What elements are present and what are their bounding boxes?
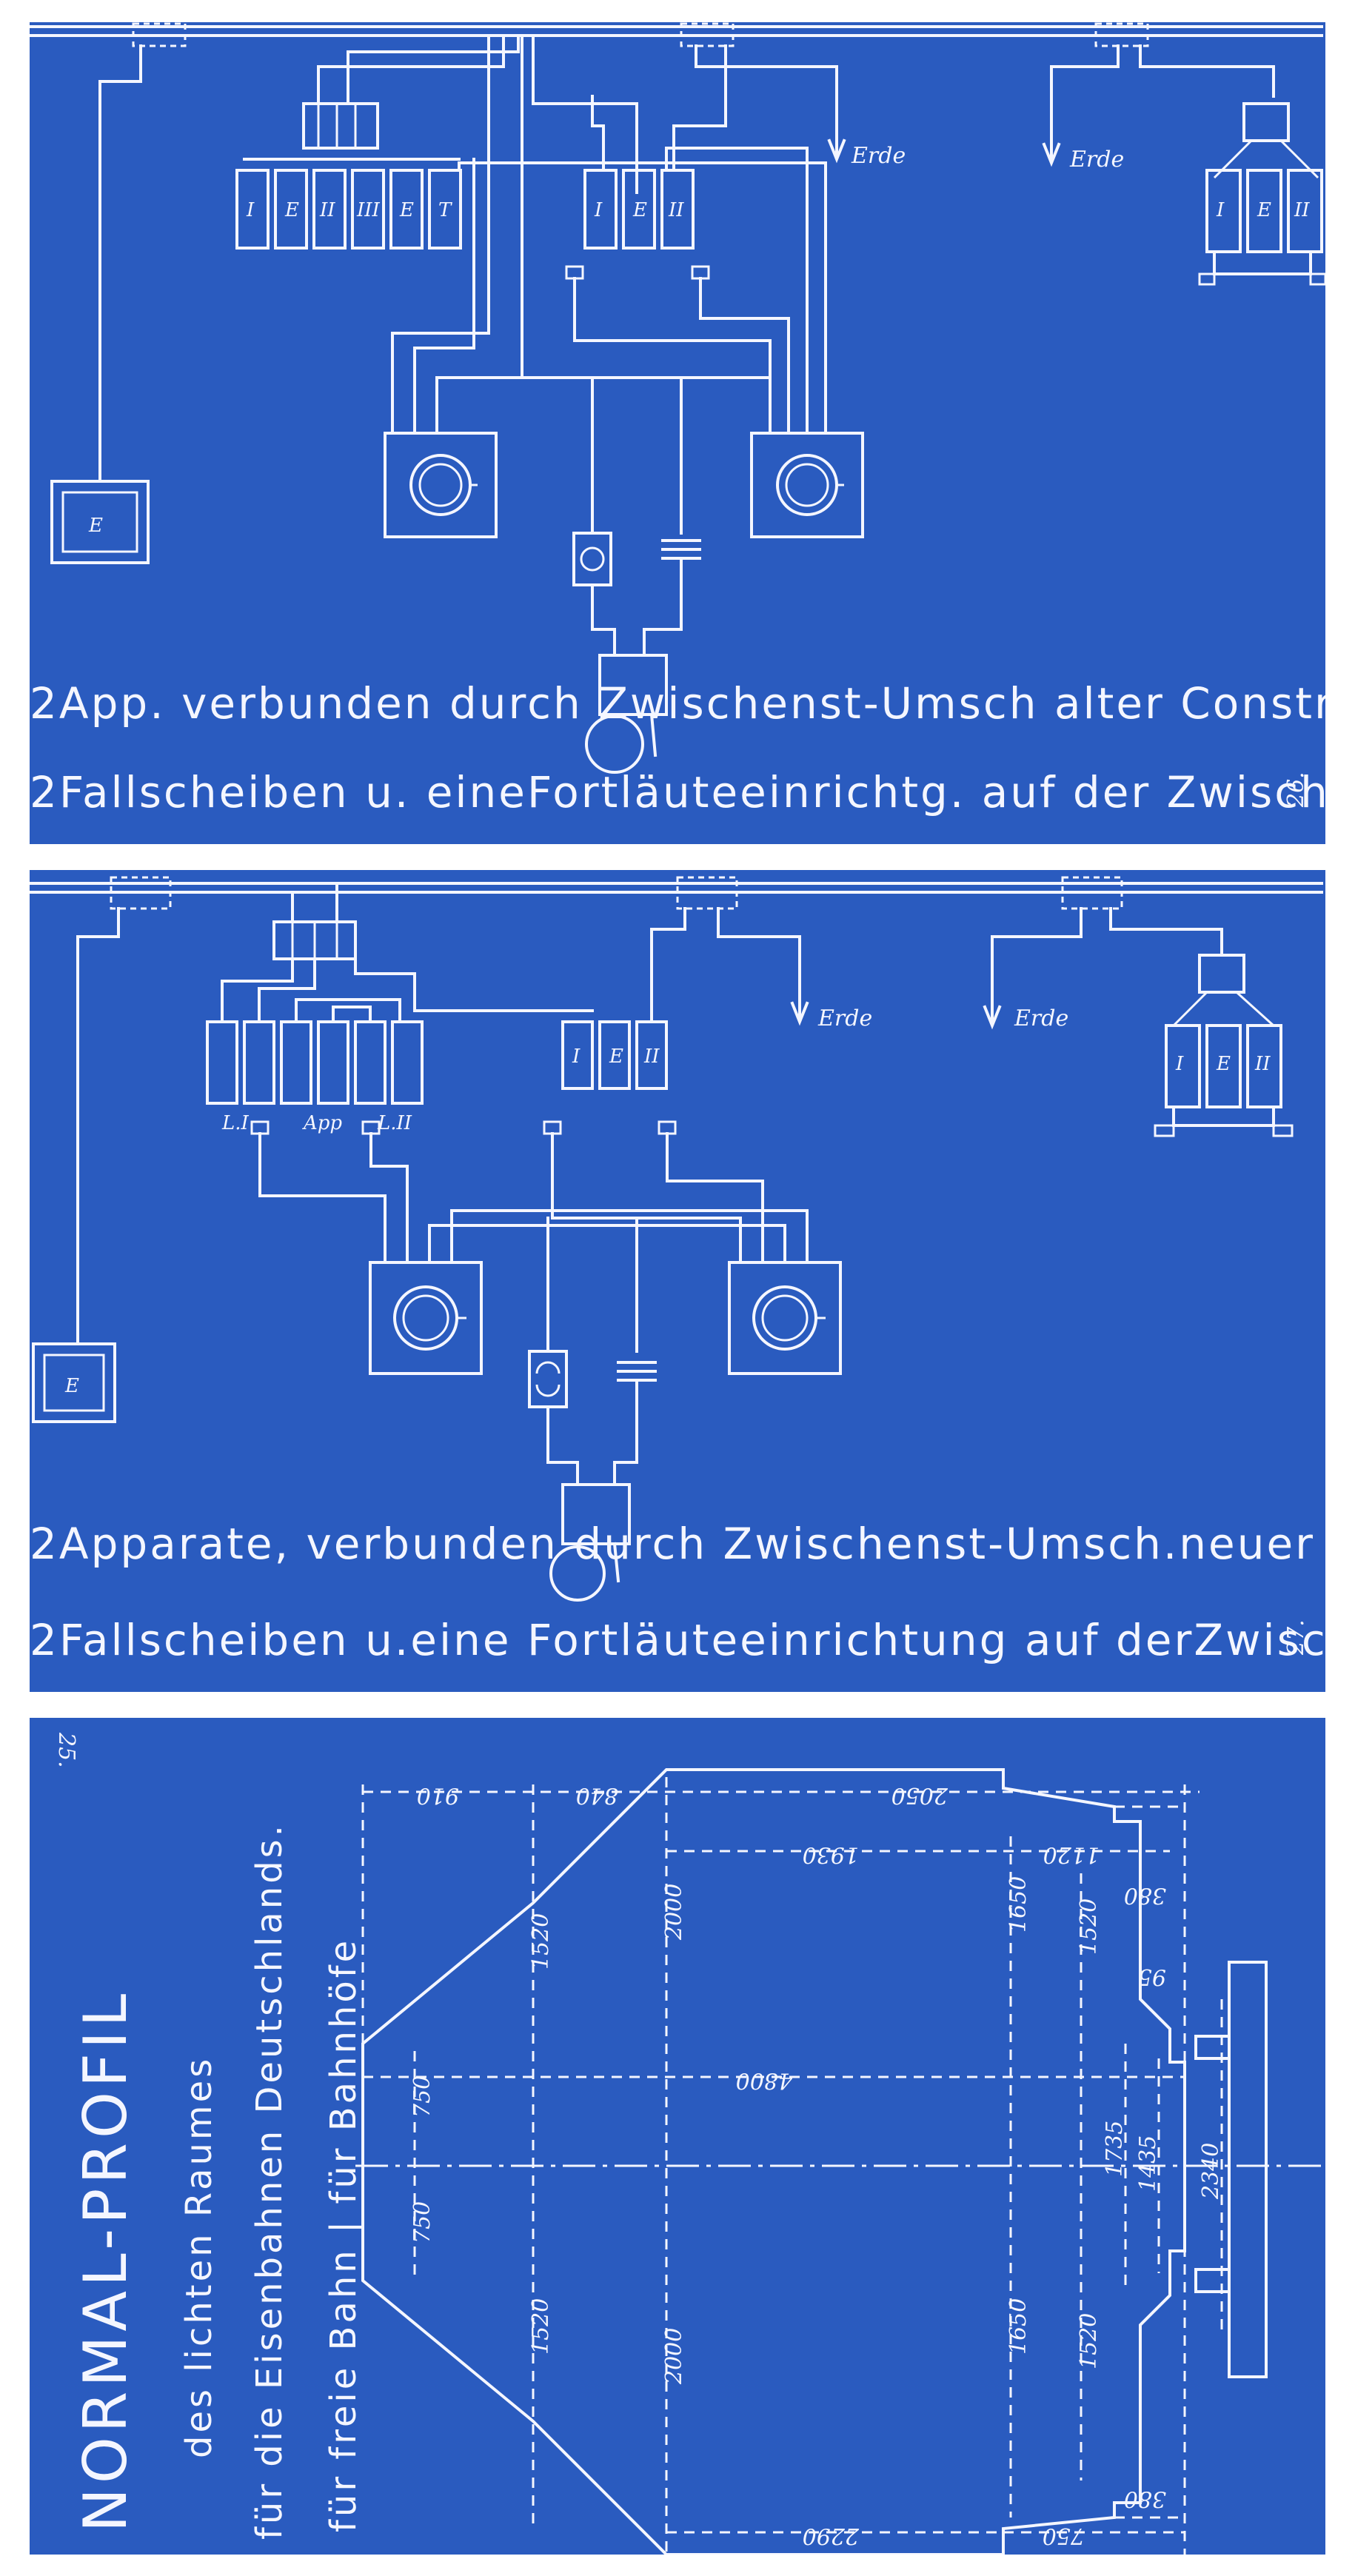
dimension-label: 380 [1124, 1882, 1166, 1908]
rail-lower [1194, 2268, 1231, 2293]
terminal-label: II [1294, 199, 1310, 221]
terminal-strip-left [206, 1020, 424, 1105]
dimension-label: 2050 [891, 1782, 949, 1808]
railway-sleeper [1228, 1961, 1268, 2378]
bus-lines [30, 882, 1323, 894]
terminal-strip-right [1205, 169, 1323, 253]
dimension-label: 750 [1043, 2523, 1085, 2549]
terminal-group-label: L.I [221, 1112, 250, 1134]
terminal-label: E [1216, 1053, 1231, 1075]
apparatus-right [728, 1261, 842, 1375]
caption-line-2: 2Fallscheiben u. eineFortläuteeinrichtg.… [30, 767, 1325, 817]
dimension-label: 1120 [1043, 1841, 1100, 1867]
dimension-label: 1520 [1076, 1898, 1102, 1955]
earth-box-1 [50, 480, 150, 564]
terminal-label: I [1175, 1053, 1184, 1075]
dimension-label: 2290 [803, 2523, 860, 2549]
dimension-label: 840 [576, 1782, 618, 1808]
schematic-drawing-2: E L.I App L.II I E II Erde Erde I E I [30, 876, 1325, 1665]
terminal-strip-right [1165, 1024, 1282, 1108]
switch-element [528, 1350, 568, 1408]
terminal-label: E [284, 199, 299, 221]
profile-subtitle-1: des lichten Raumes [178, 2056, 220, 2458]
fuse-block-right [1242, 102, 1290, 142]
caption-line-2: 2Fallscheiben u.eine Fortläuteeinrichtun… [30, 1615, 1325, 1665]
dimension-label: 95 [1138, 1964, 1166, 1990]
apparatus-left [369, 1261, 483, 1375]
terminal-label: II [643, 1046, 660, 1068]
terminal-label: I [246, 199, 255, 221]
dimension-label: 1650 [1006, 2298, 1031, 2355]
terminal-label: III [356, 199, 381, 221]
terminal-label: II [1254, 1053, 1271, 1075]
rail-upper [1194, 2035, 1231, 2060]
terminal-label: E [632, 199, 647, 221]
terminal-group-label: App [302, 1112, 342, 1134]
dimension-label: 2000 [661, 1884, 687, 1941]
apparatus-right [750, 432, 864, 538]
earth-box-label: E [88, 515, 103, 537]
dimension-label: 2000 [661, 2328, 687, 2385]
apparatus-left [384, 432, 498, 538]
profile-drawing: 25. NORMAL-PROFIL des lichten Raumes für… [53, 1732, 1325, 2555]
terminal-label: E [1257, 199, 1271, 221]
earth-label-1: Erde [851, 143, 906, 169]
page-number: 27. [1283, 1619, 1309, 1656]
terminal-label: T [438, 199, 452, 221]
switch-element [572, 532, 612, 586]
terminal-label: I [572, 1046, 581, 1068]
profile-title: NORMAL-PROFIL [71, 1990, 140, 2532]
dimension-label: 1435 [1135, 2135, 1161, 2192]
line-connectors [132, 22, 1149, 47]
intermediate-switch [598, 654, 668, 716]
capacitor [617, 1361, 657, 1382]
terminal-label: I [1216, 199, 1225, 221]
dimension-label: 1930 [803, 1841, 859, 1867]
dimension-label: 750 [409, 2201, 435, 2244]
caption-line-1: 2App. verbunden durch Zwischenst-Umsch a… [30, 678, 1325, 729]
bell [549, 1545, 606, 1602]
page-number: 26. [1283, 772, 1309, 808]
terminal-group-label: L.II [377, 1112, 412, 1134]
terminal-strip-middle [583, 169, 695, 250]
dimension-label: 4800 [736, 2067, 793, 2093]
dimension-label: 2340 [1198, 2143, 1224, 2200]
caption-line-1: 2Apparate, verbunden durch Zwischenst-Um… [30, 1519, 1325, 1569]
terminal-label: I [594, 199, 603, 221]
profile-outline [361, 1768, 1186, 2555]
fuse-block-left [302, 102, 379, 150]
bus-lines [30, 25, 1323, 37]
page-number: 25. [53, 1732, 79, 1768]
earth-box-label: E [64, 1375, 79, 1397]
dimension-label: 1520 [1076, 2313, 1102, 2369]
schematic-drawing-1: E I E II III E T I E II Erde Erde [30, 22, 1325, 817]
schematic-panel-old-switch: E I E II III E T I E II Erde Erde [30, 22, 1325, 844]
dimension-label: 1735 [1102, 2121, 1128, 2177]
normal-profile-panel: 25. NORMAL-PROFIL des lichten Raumes für… [30, 1718, 1325, 2555]
fuse-block-right [1198, 954, 1245, 994]
earth-label-2: Erde [1014, 1006, 1068, 1031]
earth-label-1: Erde [817, 1006, 872, 1031]
terminal-label: E [609, 1046, 623, 1068]
terminal-strip-left [235, 158, 462, 250]
intermediate-switch [561, 1483, 631, 1545]
dimension-label: 750 [409, 2075, 435, 2118]
schematic-panel-new-switch: E L.I App L.II I E II Erde Erde I E I [30, 870, 1325, 1692]
dimension-label: 910 [417, 1782, 459, 1808]
terminal-label: E [399, 199, 414, 221]
bell [585, 715, 644, 774]
profile-subtitle-2: für die Eisenbahnen Deutschlands. [249, 1822, 290, 2540]
earth-box-2 [32, 1342, 116, 1423]
profile-subtitle-3: für freie Bahn | für Bahnhöfe [323, 1938, 364, 2532]
dimension-label: 1650 [1006, 1876, 1031, 1933]
terminal-label: II [668, 199, 684, 221]
line-connectors [110, 876, 1123, 910]
terminal-label: II [319, 199, 335, 221]
dimension-label: 1520 [528, 2298, 554, 2355]
dimension-label: 380 [1124, 2486, 1166, 2512]
capacitor [661, 539, 701, 560]
earth-label-2: Erde [1069, 147, 1124, 173]
dimension-label: 1520 [528, 1913, 554, 1970]
